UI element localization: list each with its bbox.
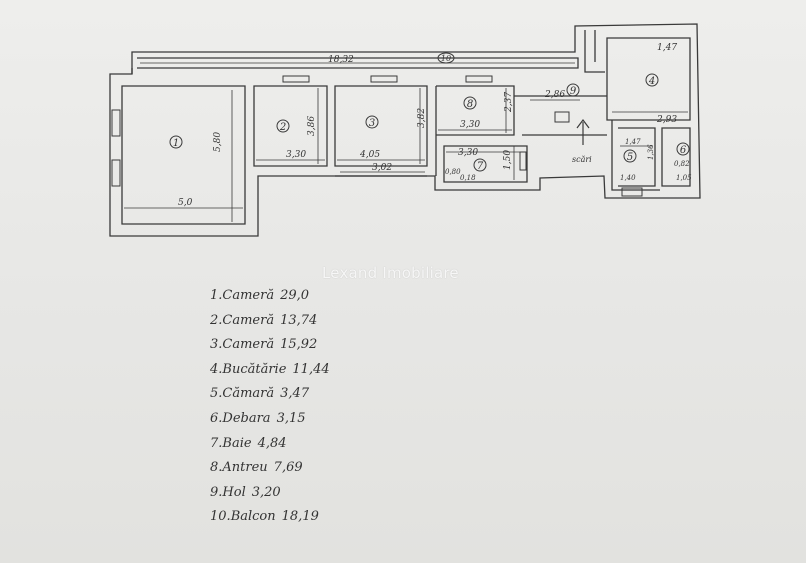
dim-room1-height: 5,80	[213, 132, 223, 152]
floor-plan-drawing: 1 2 3 4 5 6 7 8 9 10 18,32 5,0 5,80 3,30…	[109, 23, 701, 237]
walls	[109, 23, 701, 237]
room-number-2: 2	[279, 122, 286, 133]
dim-balcony-length: 18,32	[328, 55, 354, 65]
room-marker-2	[276, 119, 290, 133]
room-marker-1	[169, 135, 183, 149]
dim-kitchen-width: 2,93	[656, 115, 677, 125]
room-number-10: 10	[441, 54, 451, 63]
room-marker-10	[437, 52, 455, 64]
room-numbers: 1 2 3 4 5 6 7 8 9 10	[173, 54, 687, 172]
dim-room2-width: 3,30	[286, 150, 306, 160]
dim-bath-small-b: 0,18	[460, 174, 476, 182]
room-marker-5	[623, 149, 637, 163]
dim-closet-bottom: 1,05	[676, 174, 692, 182]
watermark: Lexand Imobiliare	[322, 264, 459, 282]
dimension-labels: 18,32 5,0 5,80 3,30 3,86 4,05 3,82 3,02 …	[178, 43, 692, 208]
dim-closet-width: 0,82	[674, 160, 690, 168]
dim-pantry-width: 1,47	[625, 138, 641, 146]
dim-bath-small-a: 0,80	[445, 168, 461, 176]
room-number-markers	[169, 52, 690, 172]
dim-kitchen-area: 1,47	[657, 43, 677, 53]
dim-room3-height: 3,82	[417, 108, 427, 128]
stairs-label: scări	[572, 155, 592, 164]
room-marker-6	[676, 142, 690, 156]
room-marker-8	[463, 96, 477, 110]
dim-pantry-bottom: 1,40	[620, 174, 636, 182]
dimension-lines	[124, 62, 688, 222]
room-number-7: 7	[477, 161, 484, 172]
room-number-3: 3	[369, 118, 375, 129]
dim-room8-height: 2,37	[504, 92, 514, 113]
room-marker-4	[645, 73, 659, 87]
stairs-arrow-icon	[576, 119, 590, 145]
dim-room2-height: 3,86	[307, 116, 317, 136]
dim-bath-height: 1,50	[503, 150, 513, 170]
room-number-6: 6	[680, 145, 687, 156]
room-marker-7	[473, 158, 487, 172]
room-number-1: 1	[173, 138, 179, 149]
room-number-4: 4	[648, 76, 655, 87]
room-marker-3	[365, 115, 379, 129]
dim-pantry-height: 1,36	[647, 144, 655, 160]
dim-room1-width: 5,0	[178, 198, 193, 208]
dim-room3-bottom: 3,02	[372, 163, 392, 173]
dim-bath-width: 3,30	[458, 148, 478, 158]
room-number-9: 9	[570, 86, 577, 97]
dim-room8-width: 3,30	[460, 120, 480, 130]
room-number-5: 5	[627, 152, 633, 163]
room-number-8: 8	[467, 99, 473, 110]
windows	[111, 75, 643, 197]
dim-room3-width: 4,05	[359, 150, 380, 160]
room-marker-9	[566, 83, 580, 97]
dim-hall-width: 2,86	[544, 90, 565, 100]
